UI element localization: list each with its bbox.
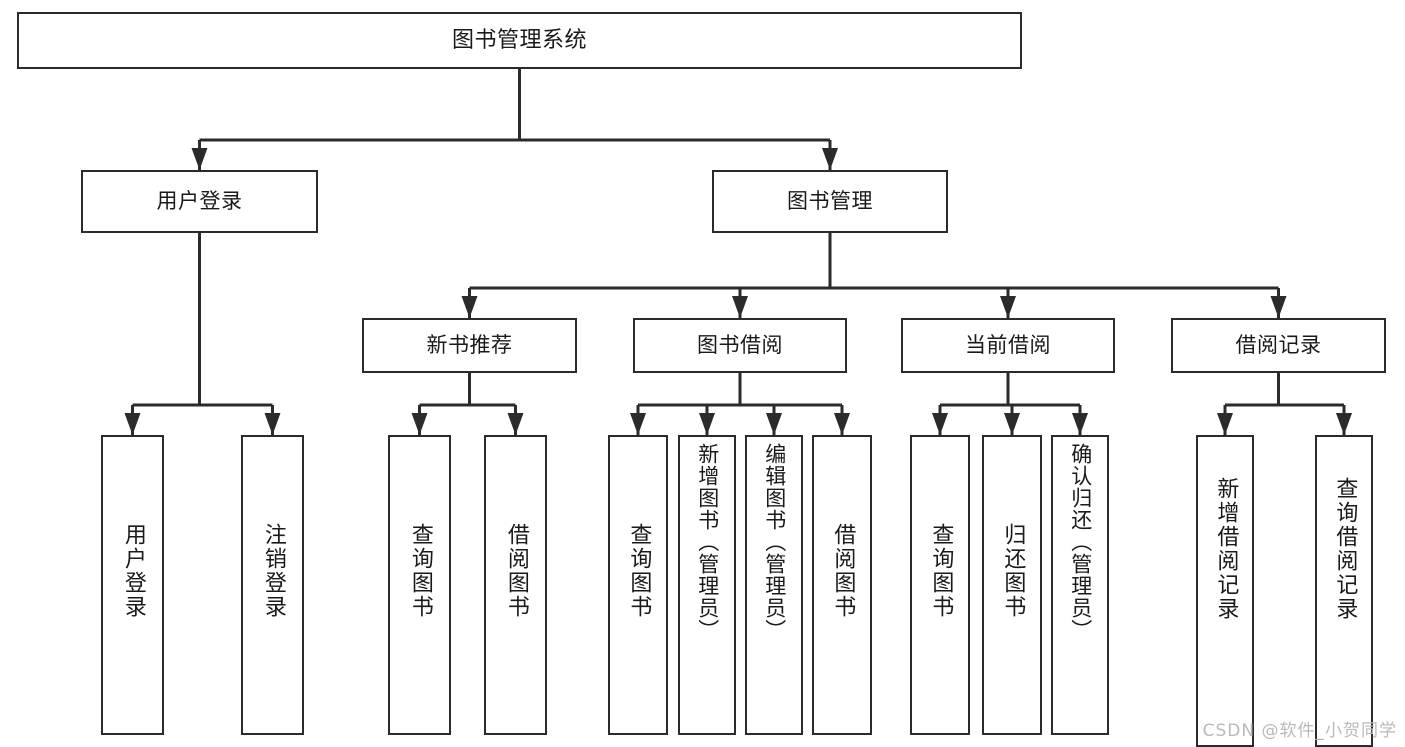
node-label-book-borrow: 图书借阅 — [697, 333, 783, 358]
watermark-label: CSDN @软件_小贺同学 — [1202, 721, 1397, 741]
node-leaf-query-record[interactable]: 查询借阅记录 — [1315, 435, 1373, 747]
node-leaf-confirm-return[interactable]: 确认归还（管理员） — [1051, 435, 1109, 735]
node-leaf-return-book[interactable]: 归还图书 — [982, 435, 1042, 735]
node-label-root: 图书管理系统 — [451, 27, 587, 53]
node-label-leaf-borrow-book-2: 借阅图书 — [830, 523, 856, 619]
node-leaf-query-book-2[interactable]: 查询图书 — [608, 435, 668, 735]
node-label-leaf-query-book-3: 查询图书 — [928, 523, 954, 619]
node-leaf-edit-book[interactable]: 编辑图书（管理员） — [745, 435, 803, 735]
node-label-book-manage: 图书管理 — [787, 189, 873, 214]
node-current-borrow[interactable]: 当前借阅 — [901, 318, 1115, 373]
node-label-new-book-rec: 新书推荐 — [426, 333, 513, 358]
node-leaf-add-record[interactable]: 新增借阅记录 — [1196, 435, 1254, 747]
node-book-borrow[interactable]: 图书借阅 — [633, 318, 847, 373]
node-label-leaf-query-book-2: 查询图书 — [626, 523, 652, 619]
node-book-manage[interactable]: 图书管理 — [712, 170, 948, 233]
node-leaf-user-login[interactable]: 用户登录 — [101, 435, 164, 735]
node-root[interactable]: 图书管理系统 — [17, 12, 1022, 69]
node-leaf-query-book-3[interactable]: 查询图书 — [910, 435, 970, 735]
node-leaf-borrow-book-2[interactable]: 借阅图书 — [812, 435, 872, 735]
node-label-leaf-query-record: 查询借阅记录 — [1332, 477, 1358, 621]
node-user-login[interactable]: 用户登录 — [81, 170, 318, 233]
node-leaf-add-book[interactable]: 新增图书（管理员） — [678, 435, 736, 735]
node-leaf-query-book-1[interactable]: 查询图书 — [388, 435, 451, 735]
node-label-leaf-add-book: 新增图书（管理员） — [695, 443, 720, 641]
node-label-user-login: 用户登录 — [156, 189, 243, 214]
node-leaf-logout[interactable]: 注销登录 — [241, 435, 304, 735]
node-label-leaf-borrow-book-1: 借阅图书 — [503, 523, 529, 619]
node-label-leaf-confirm-return: 确认归还（管理员） — [1068, 443, 1093, 641]
node-label-leaf-user-login: 用户登录 — [120, 523, 146, 619]
node-label-leaf-add-record: 新增借阅记录 — [1213, 477, 1239, 621]
node-label-current-borrow: 当前借阅 — [965, 333, 1051, 358]
node-label-borrow-record: 借阅记录 — [1235, 333, 1322, 358]
node-leaf-borrow-book-1[interactable]: 借阅图书 — [484, 435, 547, 735]
node-label-leaf-query-book-1: 查询图书 — [407, 523, 433, 619]
node-label-leaf-logout: 注销登录 — [260, 523, 286, 619]
node-borrow-record[interactable]: 借阅记录 — [1171, 318, 1386, 373]
node-label-leaf-return-book: 归还图书 — [1000, 523, 1026, 619]
node-label-leaf-edit-book: 编辑图书（管理员） — [762, 443, 787, 641]
node-new-book-rec[interactable]: 新书推荐 — [362, 318, 577, 373]
